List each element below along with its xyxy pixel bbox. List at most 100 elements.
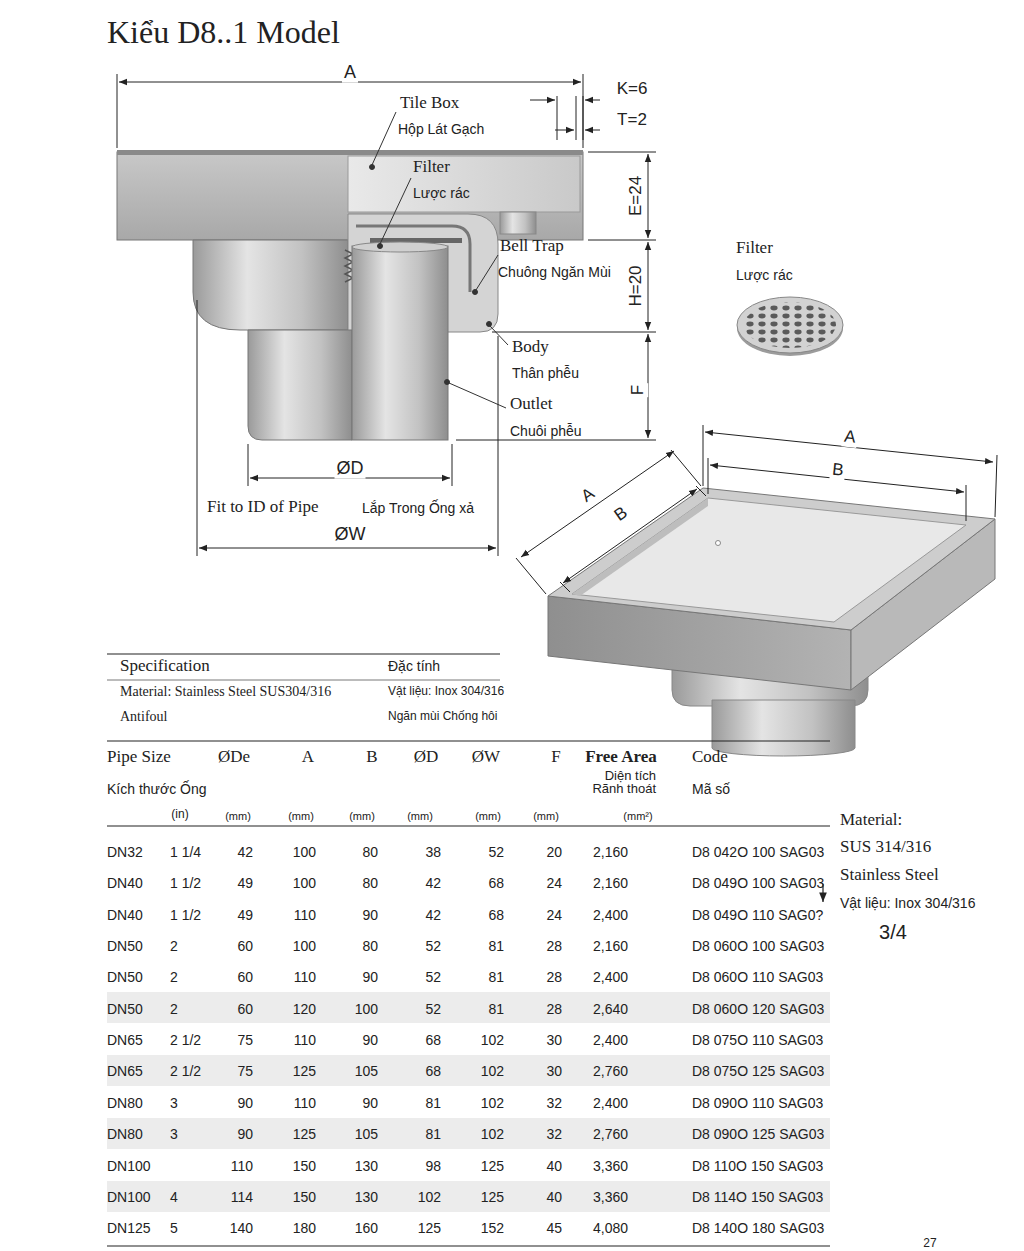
spec-item: Ngăn mùi Chống hôi [388,710,497,724]
table-cell: 40 [546,1189,562,1205]
table-cell: 125 [293,1063,316,1079]
table-cell: D8 075O 110 SAG03 [692,1032,823,1048]
table-cell: 68 [488,907,504,923]
table-cell: 52 [488,844,504,860]
part-name: Body [512,337,549,357]
table-cell: 102 [481,1063,504,1079]
part-name: Hộp Lát Gạch [398,121,484,137]
unit: (mm) [475,810,501,823]
filter-disc [737,297,843,356]
table-cell: 1 1/2 [170,907,201,923]
table-cell: DN32 [107,844,143,860]
dimension: T=2 [615,110,649,130]
table-header: B [366,747,377,767]
table-cell: 24 [546,875,562,891]
table-cell: 90 [237,1126,253,1142]
table-cell: 110 [294,907,316,923]
dimension: ØD [335,458,366,479]
table-cell: DN100 [107,1189,151,1205]
spec-heading: Specification [120,656,210,676]
table-cell: 2 [170,969,178,985]
table-cell: 1 1/4 [170,844,201,860]
part-name: Chuôi phễu [510,423,582,439]
tile-box-interior [348,156,580,212]
spec-item: Material: Stainless Steel SUS304/316 [120,684,331,700]
table-cell: 2,160 [593,844,628,860]
table-cell: DN125 [107,1220,151,1236]
table-cell: 81 [425,1095,441,1111]
material-note: SUS 314/316 [840,837,931,857]
table-cell: 60 [237,938,253,954]
table-cell: 60 [237,969,253,985]
table-cell: 42 [425,875,441,891]
table-cell: 152 [481,1220,504,1236]
table-cell: 105 [355,1063,378,1079]
table-cell: D8 060O 100 SAG03 [692,938,824,954]
table-cell: 150 [293,1189,316,1205]
table-cell: 120 [293,1001,316,1017]
table-cell: DN100 [107,1157,151,1173]
table-cell: 180 [293,1220,316,1236]
tile-box-rim [117,150,583,155]
dimension: H=20 [626,263,646,308]
table-cell: 90 [237,1095,253,1111]
note: Lắp Trong Ống xả [362,500,474,516]
table-cell: 2 [170,1001,178,1017]
part-name: Outlet [510,394,553,414]
table-cell: 81 [425,1126,441,1142]
table-header: Kích thước Ống [107,781,206,797]
table-cell: DN50 [107,969,143,985]
table-header: Diện tích Rãnh thoát [578,769,656,795]
table-cell: 52 [425,938,441,954]
table-cell: 38 [425,844,441,860]
table-cell: 102 [481,1126,504,1142]
dimension: B [609,502,633,527]
unit: (mm) [288,810,314,823]
table-cell: 110 [231,1157,253,1173]
unit: (mm) [407,810,433,823]
table-header: Code [692,747,728,767]
table-cell: 102 [481,1095,504,1111]
material-note: Material: [840,810,902,830]
table-cell: 114 [231,1189,253,1205]
dimension: B [829,459,846,480]
table-cell: D8 140O 180 SAG03 [692,1220,824,1236]
dimension: A [342,62,358,83]
table-cell: 5 [170,1220,178,1236]
table-header: Free Area [585,747,657,767]
table-cell: 32 [546,1095,562,1111]
table-cell: 32 [546,1126,562,1142]
unit: (mm²) [623,810,652,823]
table-cell: D8 075O 125 SAG03 [692,1063,824,1079]
table-cell: 2,400 [593,907,628,923]
table-cell: 68 [425,1063,441,1079]
part-name: Thân phễu [512,365,579,381]
table-cell: 100 [293,844,316,860]
table-cell: 2,160 [593,938,628,954]
page-number: 27 [923,1237,936,1251]
table-cell: 52 [425,1001,441,1017]
table-cell: DN65 [107,1063,143,1079]
table-cell: 2 [170,938,178,954]
table-cell: 28 [546,1001,562,1017]
table-cell: 3,360 [593,1189,628,1205]
body-left [193,240,348,330]
unit: (mm) [349,810,375,823]
table-cell: 30 [546,1032,562,1048]
table-cell: 52 [425,969,441,985]
table-cell: DN50 [107,1001,143,1017]
table-cell: 100 [293,875,316,891]
table-cell: 2,760 [593,1126,628,1142]
part-name: Chuông Ngăn Mùi [498,264,611,280]
part-name: Bell Trap [500,236,564,256]
table-cell: 90 [362,969,378,985]
table-cell: DN80 [107,1126,143,1142]
table-cell: 81 [488,969,504,985]
table-cell: 4 [170,1189,178,1205]
dimension: ØW [333,524,368,545]
unit: (mm) [533,810,559,823]
spec-item: Antifoul [120,709,167,725]
table-cell: 125 [481,1189,504,1205]
table-cell: D8 090O 110 SAG03 [692,1095,823,1111]
